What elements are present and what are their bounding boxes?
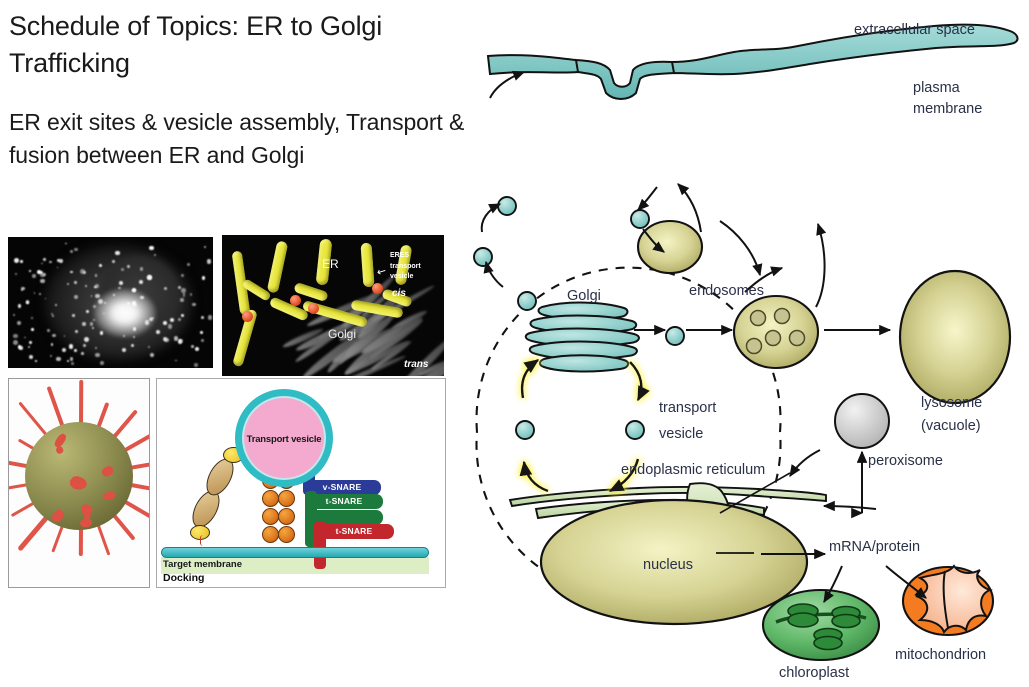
label-mitochondrion: mitochondrion	[895, 647, 986, 663]
multivesicular-body	[732, 294, 820, 370]
tomo-label-er: ER	[322, 257, 339, 271]
docking-caption: Docking	[163, 572, 205, 584]
label-plasma-membrane-2: membrane	[913, 101, 982, 117]
tomo-label-cis: cis	[392, 288, 406, 299]
label-peroxisome: peroxisome	[868, 453, 943, 469]
tomo-label-vesicle: vesicle	[390, 273, 414, 280]
label-lysosome-1: lysosome	[921, 395, 982, 411]
t-snare-green-bar: t-SNARE	[305, 494, 383, 509]
slide-subtitle: ER exit sites & vesicle assembly, Transp…	[9, 109, 465, 168]
v-snare-bar: v-SNARE	[303, 480, 381, 495]
transport-vesicle-circle: Transport vesicle	[235, 389, 333, 487]
tomo-label-transport: transport	[390, 263, 421, 270]
label-plasma-membrane-1: plasma	[913, 80, 961, 96]
label-endosomes: endosomes	[689, 283, 764, 299]
mitochondrion	[901, 564, 995, 637]
tomo-pointer-arrow-icon: ↙	[374, 264, 389, 280]
tomo-label-eres: ERES	[390, 252, 410, 259]
slide-left-column: Schedule of Topics: ER to Golgi Traffick…	[0, 0, 470, 687]
label-endoplasmic-reticulum: endoplasmic reticulum	[621, 462, 765, 478]
tomo-label-trans: trans	[404, 359, 429, 370]
lysosome	[898, 269, 1012, 405]
label-lysosome-2: (vacuole)	[921, 418, 981, 434]
coated-vesicle-model	[8, 378, 150, 588]
label-golgi: Golgi	[567, 288, 601, 304]
target-membrane-band	[161, 557, 429, 574]
label-mrna-protein: mRNA/protein	[829, 539, 920, 555]
page-title: Schedule of Topics: ER to Golgi Traffick…	[9, 11, 383, 78]
label-transport-1: transport	[659, 400, 716, 416]
target-membrane-bilayer	[161, 547, 429, 558]
tether-anchor-left	[200, 535, 206, 546]
er-golgi-cycle-arrows	[519, 358, 650, 493]
chloroplast	[761, 588, 881, 662]
label-transport-2: vesicle	[659, 426, 703, 442]
tomo-label-golgi: Golgi	[328, 327, 357, 341]
label-extracellular-space: extracellular space	[854, 22, 975, 38]
peroxisome	[834, 393, 890, 449]
t-snare-red-bar: t-SNARE	[314, 524, 394, 539]
golgi-stack	[524, 301, 640, 373]
nucleus	[539, 498, 809, 626]
label-chloroplast: chloroplast	[779, 665, 849, 681]
transport-vesicle-label: Transport vesicle	[246, 434, 322, 445]
endosome-early	[636, 219, 704, 275]
er-pointer	[719, 472, 791, 514]
target-membrane-caption: Target membrane	[163, 559, 243, 570]
fluorescence-micrograph	[8, 237, 213, 368]
snare-docking-diagram: v-SNARE t-SNARE t-SNARE Transport vesicl…	[156, 378, 446, 588]
label-nucleus: nucleus	[643, 557, 693, 573]
er-golgi-tomography: ERES transport vesicle ↙ cis trans ER Go…	[222, 235, 444, 376]
endomembrane-trafficking-overview: extracellular space plasma membrane endo…	[458, 0, 1029, 687]
